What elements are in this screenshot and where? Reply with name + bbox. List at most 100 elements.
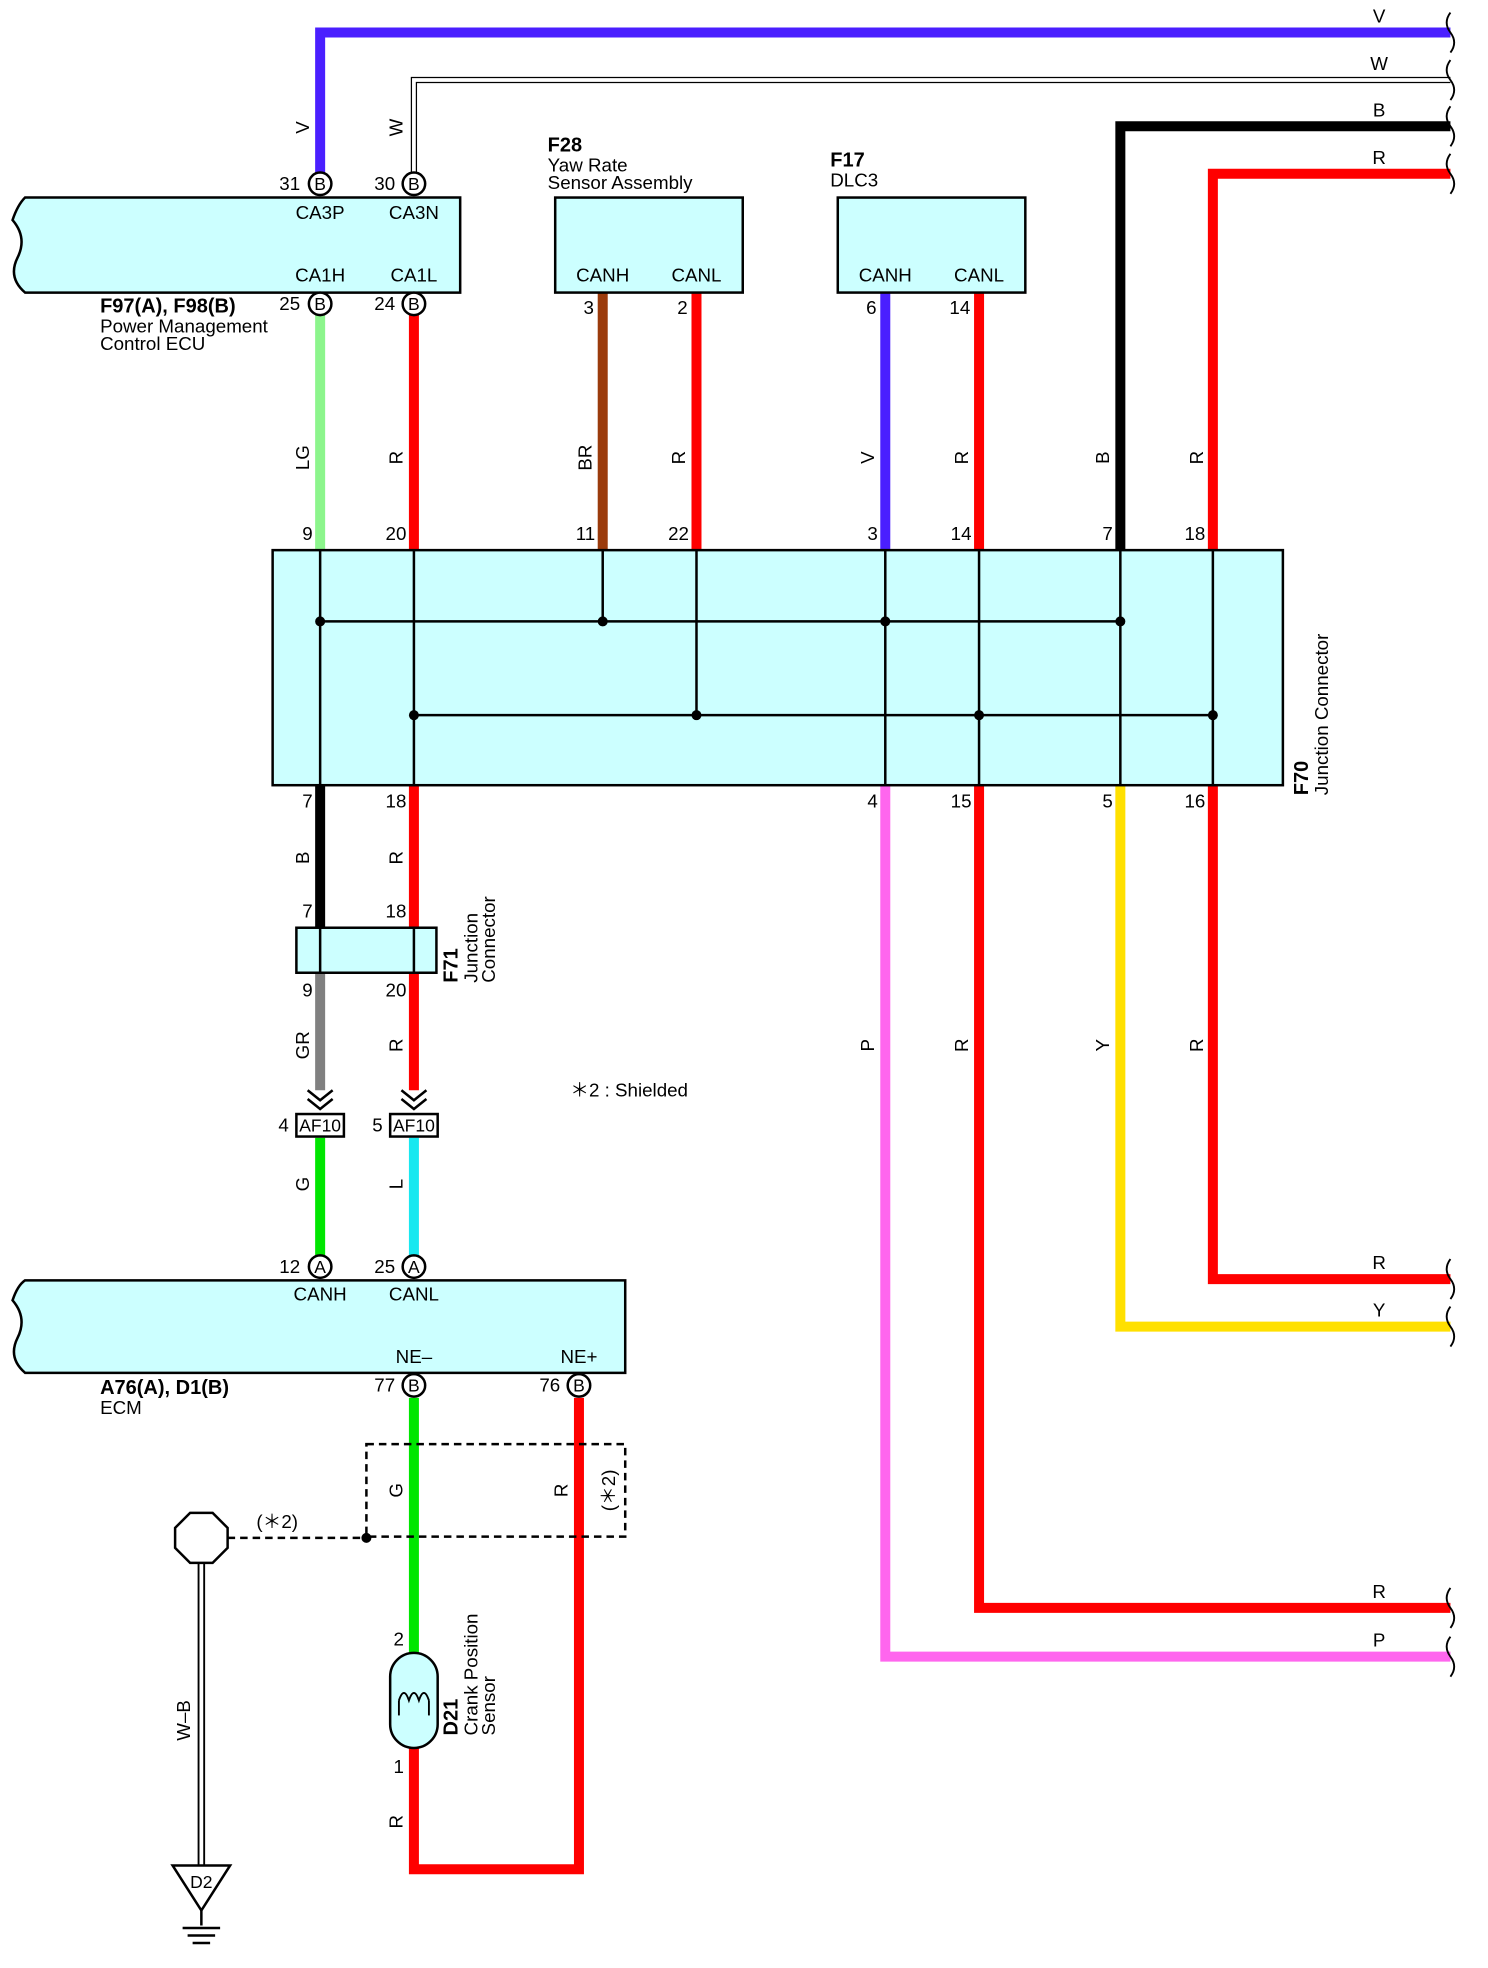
f70-top-pin-7: 7 [1102, 523, 1112, 544]
code-b-right: B [1092, 451, 1113, 464]
conn-a-25: A [408, 1257, 420, 1277]
f71-name-1: Junction [461, 913, 482, 983]
code-lg: LG [292, 445, 313, 470]
pmecu-ca3p: CA3P [296, 202, 345, 223]
ecm-ne-minus: NE– [396, 1346, 433, 1367]
wires [197, 27, 1451, 1875]
conn-b-25: B [314, 294, 326, 314]
code-w-pmecu: W [386, 118, 407, 136]
code-r-ne: R [551, 1484, 572, 1498]
f70-bottom-pin-18: 18 [386, 791, 407, 812]
conn-b-30: B [408, 174, 420, 194]
pmecu-ca1h: CA1H [295, 264, 345, 285]
crank-position-sensor [388, 1651, 439, 1750]
f71-pin-7: 7 [302, 901, 312, 922]
dlc3-pin-l: 14 [949, 297, 970, 318]
f71-code: F71 [441, 948, 463, 982]
f71-pin-18: 18 [386, 901, 407, 922]
yaw-code: F28 [548, 134, 582, 156]
code-r-crank: R [386, 1815, 407, 1829]
code-br: BR [574, 445, 595, 471]
ecm-pin-25: 25 [374, 1256, 395, 1277]
f71-pin-9: 9 [302, 980, 312, 1001]
ecm-name: ECM [100, 1397, 142, 1418]
af10-connectors [295, 1089, 439, 1138]
code-l-canl: L [386, 1179, 407, 1189]
crank-name-2: Sensor [478, 1676, 499, 1735]
code-w-top: W [1370, 53, 1388, 74]
pmecu-ca1l: CA1L [390, 264, 437, 285]
code-r-dlc: R [951, 451, 972, 465]
code-y-right: Y [1373, 1300, 1386, 1321]
wire-terminations [1445, 11, 1456, 1678]
f70-code: F70 [1291, 761, 1313, 795]
yaw-pin-h: 3 [584, 297, 594, 318]
code-wb: W–B [173, 1700, 194, 1741]
wire-r-right-top [1207, 168, 1451, 551]
ecm-canh: CANH [294, 1283, 347, 1304]
ecm-box [11, 1279, 627, 1375]
pmecu-name-2: Control ECU [100, 333, 205, 354]
code-gr: GR [292, 1031, 313, 1059]
af10-pin-5: 5 [372, 1115, 382, 1136]
code-r-right-16: R [1372, 1252, 1386, 1273]
pmecu-name-1: Power Management [100, 316, 269, 337]
pmecu-pin-31: 31 [279, 173, 300, 194]
code-r-15: R [951, 1038, 972, 1052]
conn-b-77: B [408, 1376, 420, 1396]
code-r-ca1l: R [386, 451, 407, 465]
f70-bottom-pin-5: 5 [1102, 791, 1112, 812]
ground-symbol [170, 1864, 233, 1945]
ecm-pin-76: 76 [539, 1375, 560, 1396]
dlc3-canl: CANL [954, 264, 1004, 285]
f70-name: Junction Connector [1311, 634, 1332, 796]
wire-r-16 [1207, 785, 1451, 1285]
f70-top-pin-14: 14 [951, 523, 972, 544]
code-r-right: R [1186, 451, 1207, 465]
dlc3-pin-h: 6 [866, 297, 876, 318]
shield [227, 1442, 627, 1543]
crank-code: D21 [441, 1699, 463, 1736]
pmecu-pin-24: 24 [374, 293, 395, 314]
code-p-right: P [1373, 1630, 1386, 1651]
shield-label-vertical: (＊2) [598, 1470, 619, 1512]
f70-bottom-pin-7: 7 [302, 791, 312, 812]
yaw-name-2: Sensor Assembly [548, 172, 693, 193]
wire-v-top [315, 27, 1451, 178]
connector-pins [307, 171, 592, 1398]
f70-top-pin-3: 3 [867, 523, 877, 544]
shield-label: (＊2) [256, 1511, 298, 1532]
conn-a-12: A [314, 1257, 326, 1277]
ecm-ne-plus: NE+ [560, 1346, 597, 1367]
wire-r-15 [974, 785, 1451, 1613]
conn-b-31: B [314, 174, 326, 194]
crank-name-1: Crank Position [461, 1614, 482, 1736]
af10-label-a: AF10 [299, 1116, 341, 1136]
pm-ecu-box [11, 196, 462, 294]
code-v-dlc: V [857, 451, 878, 464]
yaw-name-1: Yaw Rate [548, 154, 628, 175]
f70-bottom-pin-16: 16 [1185, 791, 1206, 812]
ground-code: D2 [190, 1872, 212, 1892]
code-v-top: V [1373, 6, 1386, 27]
pmecu-ca3n: CA3N [389, 202, 439, 223]
wire-w-top [412, 78, 1451, 178]
crank-pin-2: 2 [393, 1628, 403, 1649]
f70-top-pin-18: 18 [1185, 523, 1206, 544]
f71-name-2: Connector [478, 896, 499, 983]
shield-ground-terminal [173, 1511, 229, 1565]
wire-b-right [1115, 121, 1451, 551]
wire-y [1115, 785, 1451, 1332]
f70-bottom-pin-4: 4 [867, 791, 877, 812]
code-r-yaw: R [668, 451, 689, 465]
code-v-pmecu: V [292, 121, 313, 134]
pmecu-pin-25: 25 [279, 293, 300, 314]
pmecu-pin-30: 30 [374, 173, 395, 194]
f70-bottom-pin-15: 15 [951, 791, 972, 812]
yaw-sensor-box [553, 196, 744, 294]
ecm-pin-12: 12 [279, 1256, 300, 1277]
af10-pin-4: 4 [278, 1115, 288, 1136]
f70-top-pin-20: 20 [386, 523, 407, 544]
code-r-f71: R [386, 851, 407, 865]
